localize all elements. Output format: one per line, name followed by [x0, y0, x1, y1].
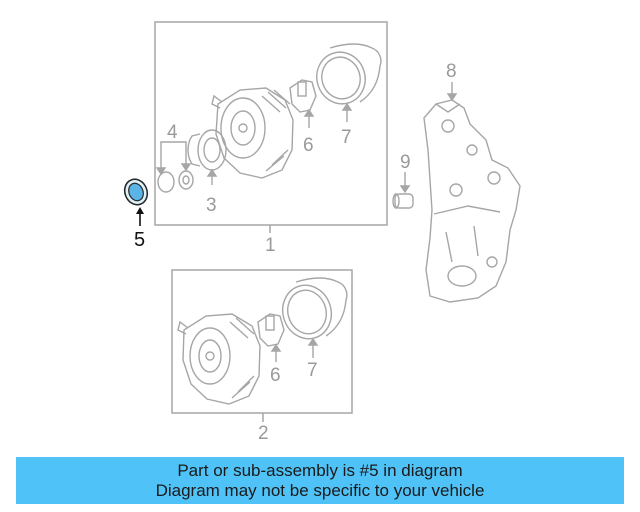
- callout-9: 9: [400, 152, 411, 173]
- assembly-1-frame: [154, 21, 388, 226]
- callout-5[interactable]: 5: [134, 229, 146, 251]
- callout-1: 1: [265, 235, 276, 256]
- callout-6-bottom: 6: [270, 365, 281, 386]
- alternator-1: [211, 87, 294, 179]
- info-banner: Part or sub-assembly is #5 in diagram Di…: [16, 457, 624, 504]
- callout-7-top: 7: [341, 127, 352, 148]
- parts-diagram: [123, 21, 521, 422]
- regulator-6-bottom: [257, 313, 285, 362]
- callout-2: 2: [258, 423, 269, 444]
- banner-line-1: Part or sub-assembly is #5 in diagram: [177, 460, 463, 480]
- nut-washer-4: [155, 141, 194, 193]
- callout-3: 3: [206, 195, 217, 216]
- callout-6-top: 6: [303, 135, 314, 156]
- assembly-2-frame: [171, 269, 353, 414]
- banner-line-2: Diagram may not be specific to your vehi…: [155, 480, 485, 500]
- bushing-9: [392, 172, 414, 209]
- alternator-2: [177, 313, 261, 405]
- pulley-3: [187, 129, 227, 185]
- rear-cover-7-top: [316, 43, 382, 122]
- rear-cover-7-bottom: [281, 277, 348, 358]
- callout-4: 4: [167, 122, 178, 143]
- seal-ring-5-highlighted: [123, 178, 149, 226]
- mounting-bracket-8: [423, 82, 521, 303]
- callout-8: 8: [446, 61, 457, 82]
- callout-7-bottom: 7: [307, 360, 318, 381]
- regulator-6-top: [289, 79, 317, 128]
